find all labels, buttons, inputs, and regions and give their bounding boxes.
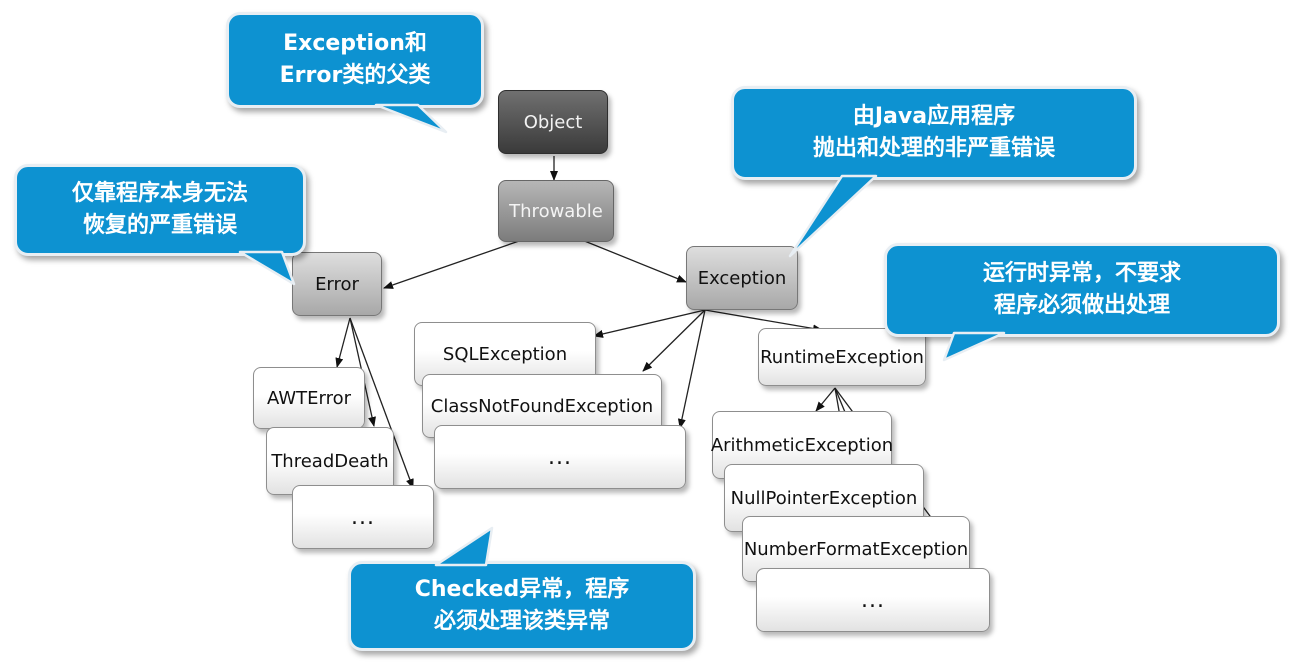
arrow-exception-classnotfound (642, 309, 706, 372)
callout-exception-note: 由Java应用程序 抛出和处理的非严重错误 (731, 86, 1137, 180)
node-awterror: AWTError (253, 367, 365, 429)
callout-runtime-note: 运行时异常，不要求 程序必须做出处理 (884, 243, 1280, 337)
node-runtimeexception: RuntimeException (758, 328, 926, 386)
node-error-more: ... (292, 485, 434, 549)
arrow-exception-more (677, 309, 706, 429)
tail-runtime-note (942, 331, 1006, 362)
node-runtime-more: ... (756, 568, 990, 632)
tail-exception-note (788, 174, 878, 258)
tail-parent-class (374, 103, 448, 134)
callout-error-note: 仅靠程序本身无法 恢复的严重错误 (14, 164, 306, 256)
node-threaddeath: ThreadDeath (266, 427, 394, 495)
arrow-exception-sql (593, 309, 706, 338)
node-exception: Exception (686, 246, 798, 310)
callout-parent-class: Exception和 Error类的父类 (226, 12, 484, 108)
node-error: Error (292, 252, 382, 316)
tail-error-note (238, 250, 296, 286)
arrow-exception-runtime (704, 309, 823, 333)
arrow-error-more (349, 317, 414, 489)
node-throwable: Throwable (498, 180, 614, 242)
node-object: Object (498, 90, 608, 154)
arrow-error-awterror (335, 317, 351, 368)
callout-checked-note: Checked异常，程序 必须处理该类异常 (348, 561, 696, 651)
tail-checked-note (434, 526, 494, 567)
node-checked-more: ... (434, 425, 686, 489)
arrow-throwable-error (383, 239, 523, 289)
arrow-throwable-exception (581, 239, 687, 283)
arrow-runtime-arithmetic (815, 387, 836, 412)
